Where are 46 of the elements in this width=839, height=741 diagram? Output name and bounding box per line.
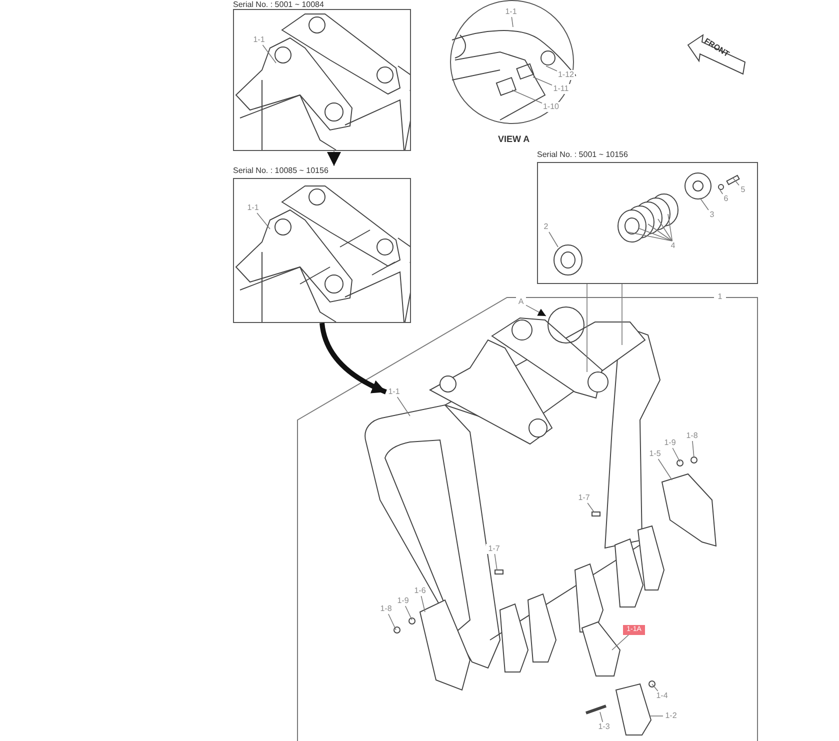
leader-line: [262, 44, 276, 64]
leader-line: [546, 66, 558, 72]
leader-line: [628, 214, 673, 242]
callout-number: 1-1: [386, 387, 402, 397]
leader-line: [600, 712, 604, 722]
callout-number: 1-9: [662, 438, 678, 448]
callout-number: 1-1: [503, 7, 519, 17]
leader-line: [612, 634, 629, 650]
callout-number: 5: [739, 185, 747, 195]
callout-number: 1-8: [684, 431, 700, 441]
callout-number: 2: [542, 222, 550, 232]
callout-number: 1-2: [663, 711, 679, 721]
callout-number: 1-1: [245, 203, 261, 213]
leader-line: [512, 90, 542, 104]
view-arrow: [526, 304, 546, 316]
view-label: VIEW A: [498, 134, 530, 144]
callout-number: 1-5: [647, 449, 663, 459]
arrow: [327, 150, 341, 166]
callout-number: 1-11: [552, 84, 570, 94]
leader-line: [256, 212, 270, 230]
callout-number: 1: [714, 292, 726, 302]
panel-heading: Serial No. : 5001 ~ 10156: [537, 150, 628, 160]
leader-line: [672, 448, 680, 462]
leader-line: [652, 684, 658, 692]
leader-line: [532, 76, 552, 86]
leader-line: [548, 232, 558, 248]
callout-number: 1-4: [654, 691, 670, 701]
callout-number: 1-3: [596, 722, 612, 732]
callout-number: 3: [708, 210, 716, 220]
panel-heading: Serial No. : 10085 ~ 10156: [233, 166, 328, 176]
leader-line: [658, 458, 672, 480]
leader-line: [720, 190, 724, 194]
leader-line: [587, 502, 594, 512]
leader-line: [700, 198, 709, 210]
leader-line: [692, 440, 694, 458]
leader-line: [732, 178, 740, 186]
callout-number: 6: [722, 194, 730, 204]
panel-heading: Serial No. : 5001 ~ 10084: [233, 0, 324, 10]
leader-line: [586, 284, 588, 372]
arrow: [320, 322, 387, 394]
leader-line: [511, 16, 514, 28]
callout-number: 4: [669, 241, 677, 251]
callout-number: 1-10: [542, 102, 560, 112]
callout-number: 1-12: [557, 70, 575, 80]
callout-number: 1-7: [576, 493, 592, 503]
callout-number: 1-1: [251, 35, 267, 45]
